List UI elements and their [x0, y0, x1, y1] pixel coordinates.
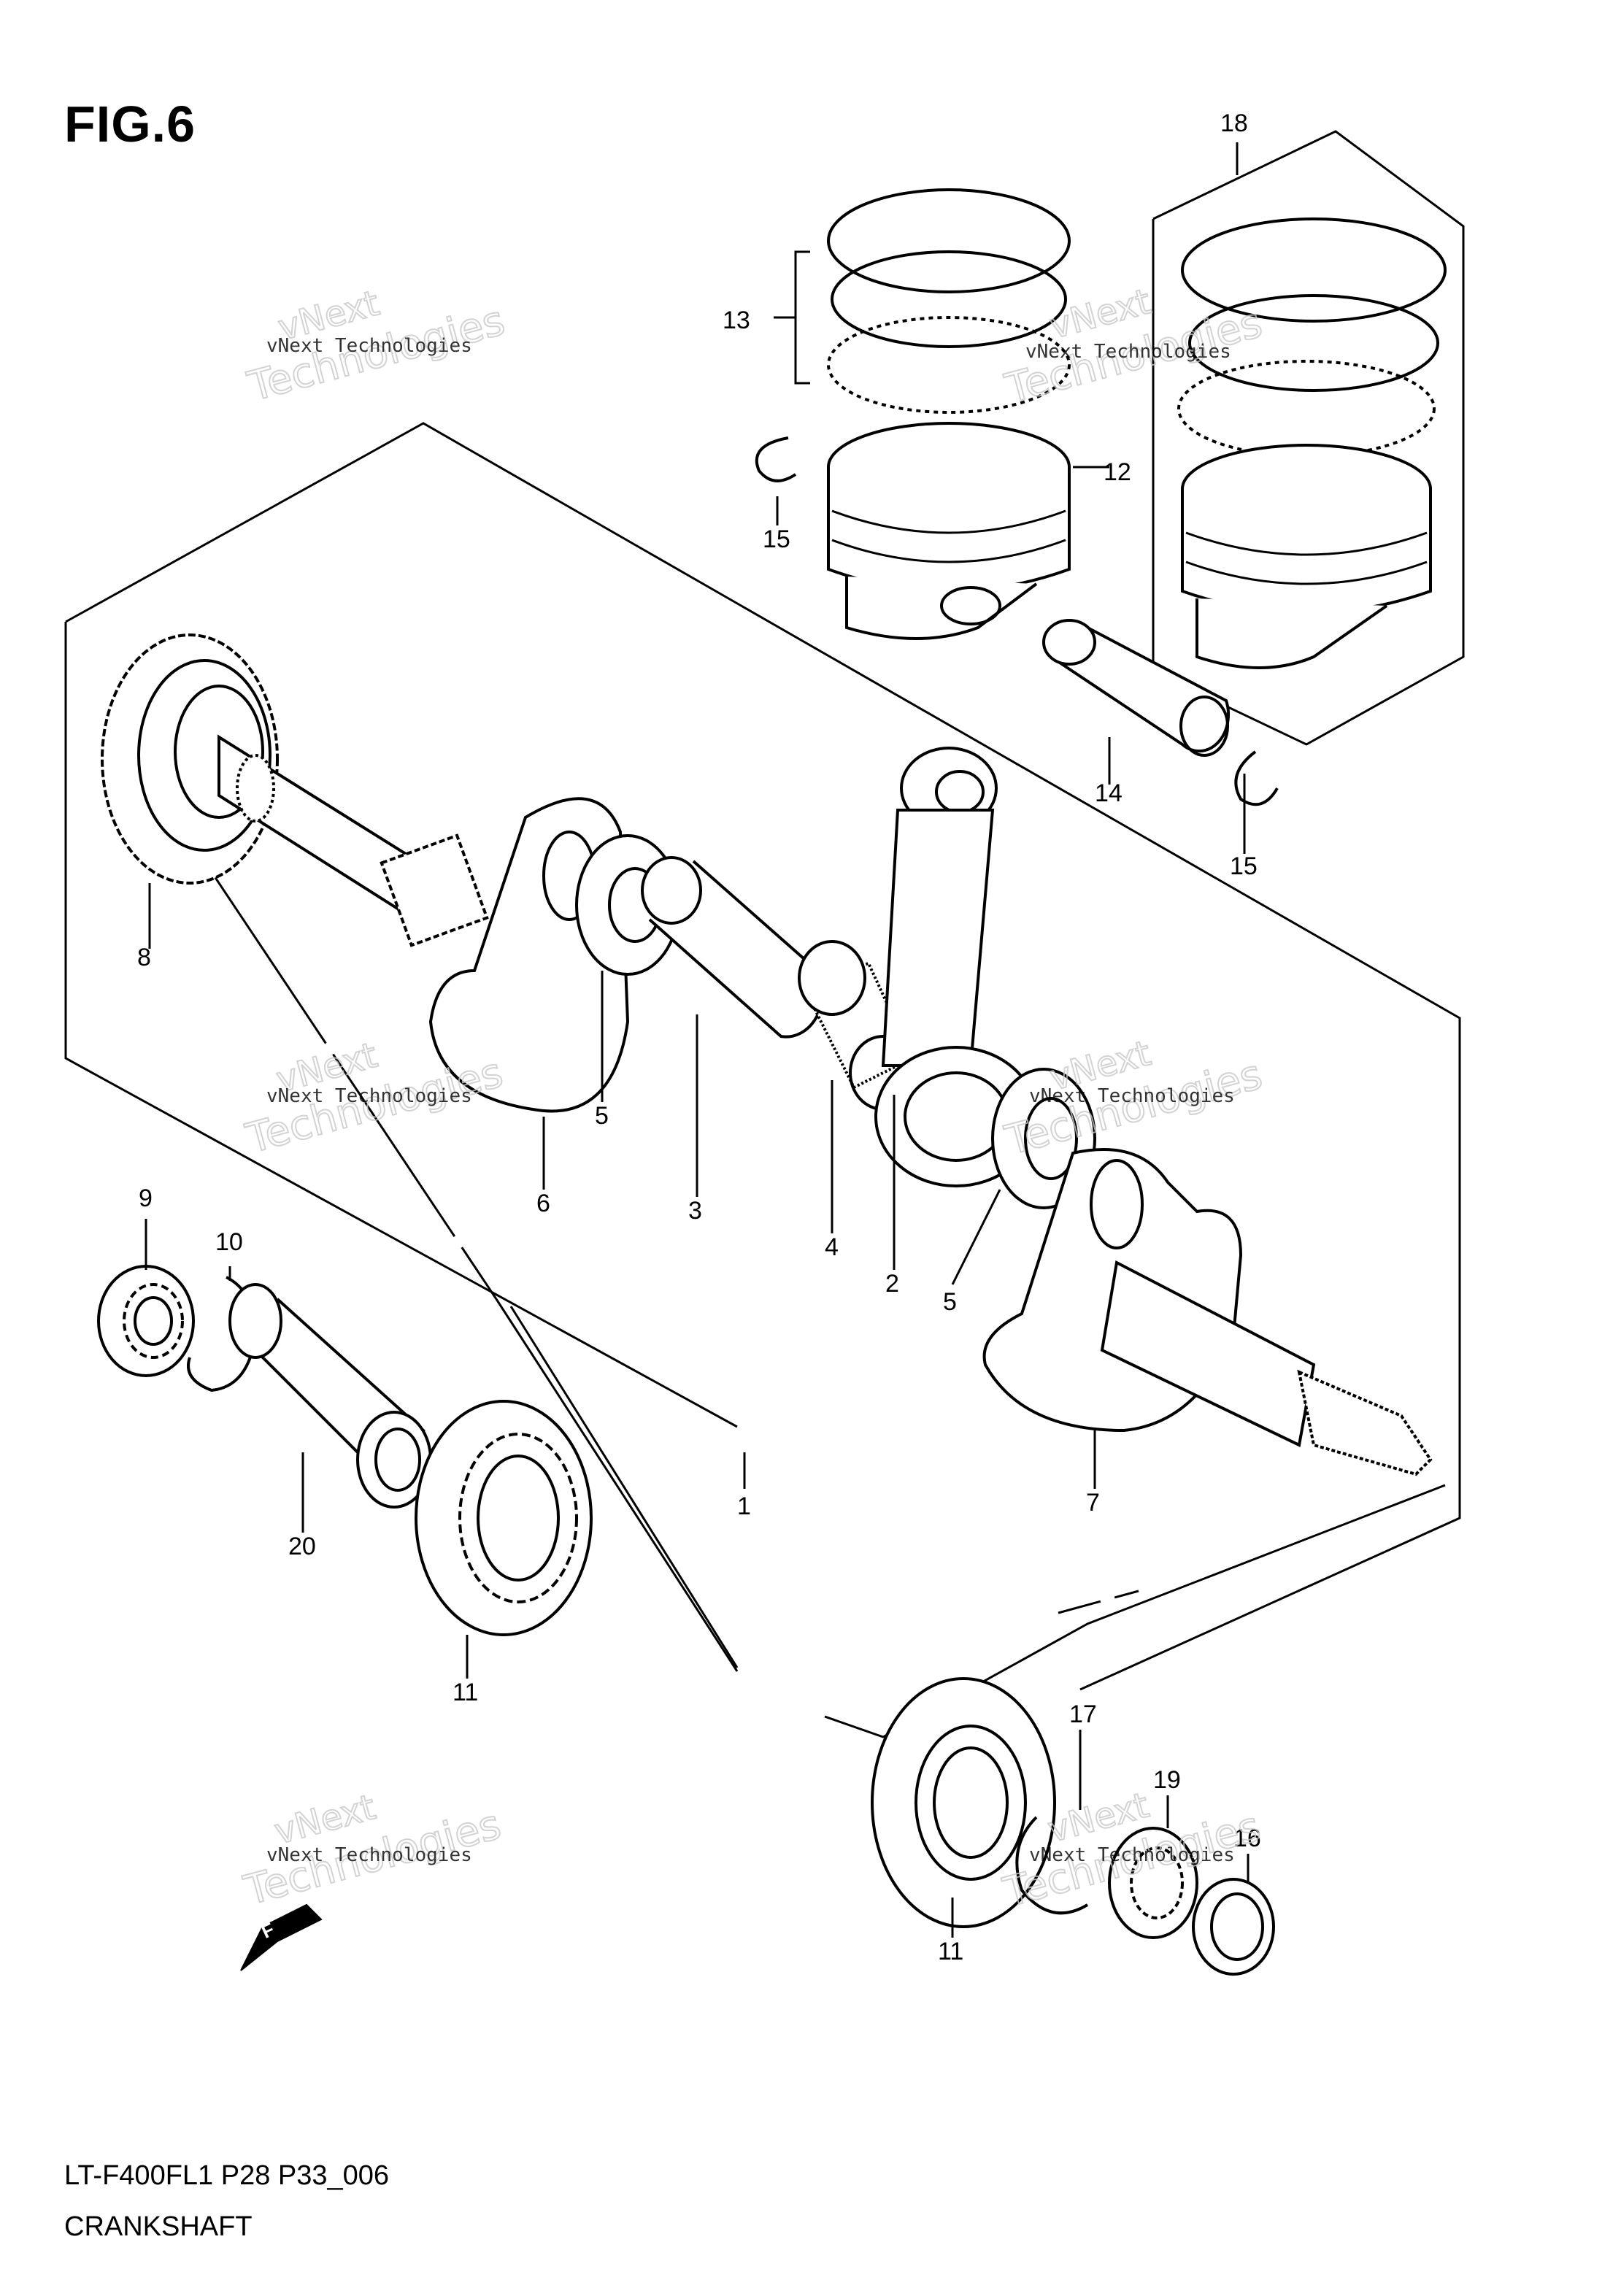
- callout-20: 20: [288, 1533, 316, 1560]
- callout-14: 14: [1095, 779, 1123, 807]
- small-bearing: [1108, 1827, 1198, 1939]
- piston-set-assembly: [1177, 217, 1447, 669]
- leader-lines: [145, 142, 1250, 1938]
- callout-10: 10: [215, 1228, 243, 1256]
- callout-16: 16: [1233, 1825, 1261, 1852]
- diagram-caption: CRANKSHAFT: [64, 2211, 253, 2242]
- callout-6: 6: [536, 1190, 550, 1217]
- circlip: [1234, 750, 1279, 806]
- watermark-text: vNext Technologies: [1029, 1844, 1235, 1866]
- callout-3: 3: [688, 1197, 702, 1225]
- callout-8: 8: [137, 944, 151, 971]
- watermark-text: vNext Technologies: [1025, 341, 1231, 363]
- callout-5: 5: [595, 1102, 609, 1130]
- callout-numbers: 18 13 12 15 14 15 8 5 3 6 4 2 5 7 1 9 10…: [137, 109, 1261, 1965]
- circlip: [755, 436, 797, 482]
- left-crankshaft: [217, 734, 630, 1113]
- watermark-text: vNext Technologies: [1029, 1085, 1235, 1107]
- callout-4: 4: [825, 1233, 839, 1261]
- model-code: LT-F400FL1 P28 P33_006: [64, 2160, 390, 2191]
- front-direction-arrow: F: [240, 1903, 323, 1971]
- callout-19: 19: [1153, 1766, 1181, 1794]
- watermark-text: vNext Technologies: [266, 335, 472, 357]
- callout-17: 17: [1069, 1700, 1097, 1728]
- piston-ring-set: [774, 188, 1071, 414]
- callout-5: 5: [943, 1288, 957, 1316]
- watermark-text: vNext Technologies: [266, 1085, 472, 1107]
- oil-seal: [1192, 1878, 1275, 1976]
- callout-1: 1: [737, 1492, 751, 1520]
- watermarks: vNext Technologies vNext Technologies vN…: [239, 280, 1268, 1917]
- piston: [827, 422, 1071, 640]
- callout-11: 11: [453, 1679, 478, 1706]
- callout-7: 7: [1086, 1489, 1100, 1517]
- callout-13: 13: [723, 307, 750, 334]
- main-bearing: [415, 1400, 593, 1636]
- callout-15: 15: [763, 525, 790, 553]
- callout-12: 12: [1104, 458, 1131, 486]
- piston-pin: [1042, 619, 1231, 757]
- main-bearing: [871, 1677, 1056, 1928]
- callout-2: 2: [885, 1270, 899, 1298]
- spacer: [228, 1283, 432, 1509]
- right-crankshaft: [982, 1148, 1433, 1476]
- watermark-text: vNext Technologies: [266, 1844, 472, 1866]
- circlip: [1015, 1816, 1089, 1915]
- crankshaft-assembly-outline: [64, 422, 1461, 1738]
- small-bearing: [97, 1265, 195, 1377]
- callout-11: 11: [938, 1938, 963, 1965]
- callout-18: 18: [1220, 109, 1248, 137]
- crank-pin: [641, 856, 824, 1039]
- figure-title: FIG.6: [64, 96, 196, 153]
- callout-15: 15: [1230, 852, 1258, 880]
- callout-9: 9: [139, 1184, 153, 1212]
